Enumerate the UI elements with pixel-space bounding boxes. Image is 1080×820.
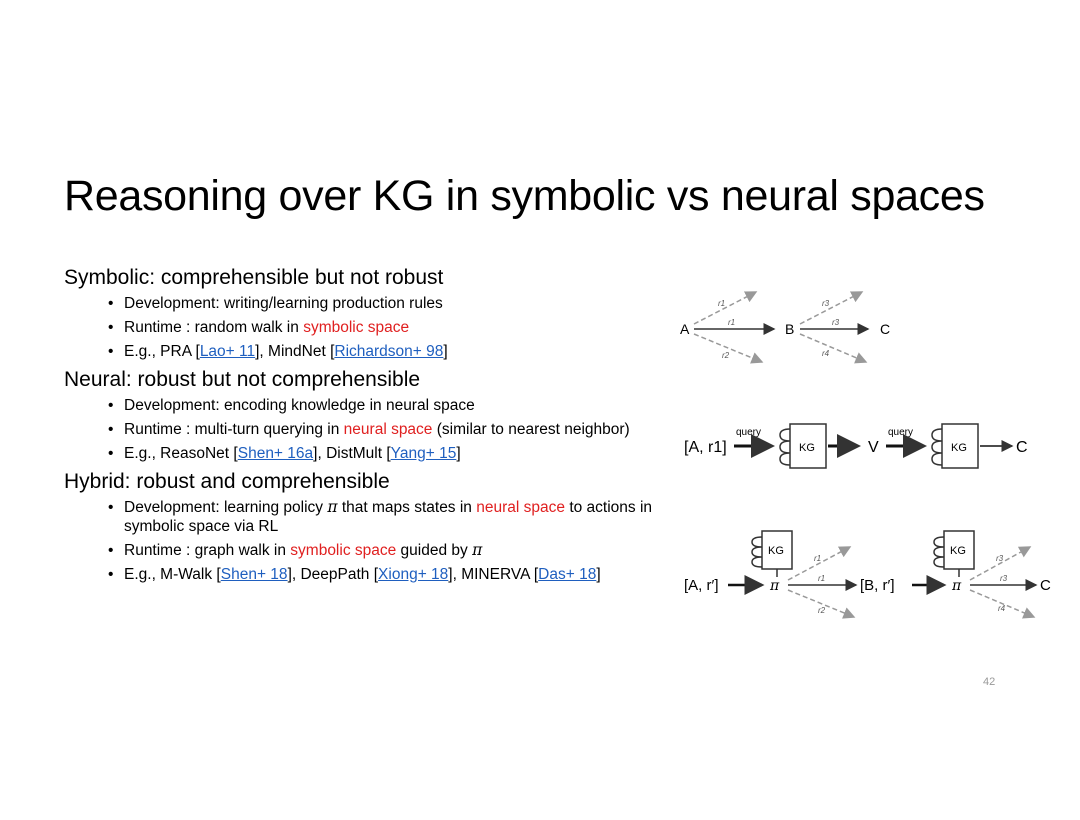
citation-link-lao11[interactable]: Lao+ 11 <box>199 343 256 360</box>
bullet-text: to actions in symbolic space via RL <box>124 499 653 535</box>
bullet-text: ] <box>456 445 461 462</box>
kg-label-1: KG <box>768 545 784 557</box>
bullet-text: guided by <box>396 542 473 559</box>
emphasis-neural-space: neural space <box>343 421 433 438</box>
bullet-text: E.g., M-Walk [ <box>124 566 221 583</box>
bullet-text: Development: learning policy <box>124 499 328 516</box>
bullet-text: Runtime : random walk in <box>124 319 304 336</box>
citation-link-shen16a[interactable]: Shen+ 16a <box>237 445 314 462</box>
edge-label-r4: r4 <box>822 349 830 358</box>
edge-label-r1: r1 <box>718 299 725 308</box>
kg-block-2 <box>941 423 979 469</box>
kg-memory-slots-2 <box>931 428 943 466</box>
edge-b-up <box>799 291 864 325</box>
policy-pi-2: π <box>951 578 962 594</box>
symbolic-bullet-development: Development: writing/learning production… <box>108 294 664 313</box>
bullet-text: ], MindNet [ <box>255 343 335 360</box>
bullet-text: (similar to nearest neighbor) <box>432 421 630 438</box>
kg-label-2: KG <box>951 442 967 454</box>
node-c: C <box>880 321 890 337</box>
emphasis-neural-space: neural space <box>476 499 566 516</box>
node-b: B <box>785 321 794 337</box>
bullet-text: ] <box>443 343 448 360</box>
bullet-text: Development: encoding knowledge in neura… <box>124 397 475 414</box>
edge-r2-down <box>787 589 856 619</box>
kg-memory-slots-1 <box>751 536 763 568</box>
symbolic-heading: Symbolic: comprehensible but not robust <box>64 266 444 289</box>
bullet-text: Runtime : multi-turn querying in <box>124 421 344 438</box>
edge-a-down <box>693 333 764 364</box>
bullet-text: ], DistMult [ <box>313 445 391 462</box>
emphasis-symbolic-space: symbolic space <box>303 319 410 336</box>
hybrid-heading: Hybrid: robust and comprehensible <box>64 470 390 493</box>
hybrid-bullet-runtime: Runtime : graph walk in symbolic space g… <box>108 541 664 560</box>
bullet-text: E.g., PRA [ <box>124 343 200 360</box>
output-node: C <box>1040 577 1051 594</box>
input-state: [A, r1] <box>684 439 727 456</box>
neural-bullets: Development: encoding knowledge in neura… <box>64 396 664 463</box>
citation-link-shen18[interactable]: Shen+ 18 <box>220 566 288 583</box>
node-a: A <box>680 321 690 337</box>
policy-pi-1: π <box>769 578 780 594</box>
pi-symbol: π <box>327 498 338 516</box>
kg-memory-slots-2 <box>933 536 945 568</box>
symbolic-bullet-runtime: Runtime : random walk in symbolic space <box>108 318 664 337</box>
pi-symbol: π <box>472 541 483 559</box>
citation-link-xiong18[interactable]: Xiong+ 18 <box>378 566 449 583</box>
hybrid-walk-diagram: [A, r′] KG π r1 r1 r2 [B, r′] KG π r3 r3… <box>684 530 1051 619</box>
edge-label-r4: r4 <box>998 604 1006 613</box>
intermediate-state: [B, r′] <box>860 577 894 594</box>
bullet-text: ], DeepPath [ <box>287 566 379 583</box>
edge-label-r1: r1 <box>818 574 825 583</box>
edge-r3-up <box>969 546 1032 581</box>
kg-label-2: KG <box>950 545 966 557</box>
symbolic-bullets: Development: writing/learning production… <box>64 294 664 361</box>
edge-label-r1: r1 <box>814 554 821 563</box>
edge-r1-up <box>787 546 852 581</box>
edge-a-up <box>693 291 758 325</box>
slide-title: Reasoning over KG in symbolic vs neural … <box>64 172 985 220</box>
kg-block-2 <box>943 530 975 570</box>
bullet-text: Development: writing/learning production… <box>124 295 443 312</box>
neural-bullet-examples: E.g., ReasoNet [Shen+ 16a], DistMult [Ya… <box>108 444 664 463</box>
hybrid-bullet-examples: E.g., M-Walk [Shen+ 18], DeepPath [Xiong… <box>108 565 664 584</box>
slide-content: Symbolic: comprehensible but not robust … <box>64 264 664 589</box>
edge-label-r1: r1 <box>728 318 735 327</box>
edge-label-r2: r2 <box>722 351 730 360</box>
output-node: C <box>1016 439 1028 456</box>
input-state: [A, r′] <box>684 577 718 594</box>
page-number: 42 <box>983 676 996 688</box>
emphasis-symbolic-space: symbolic space <box>290 542 397 559</box>
kg-memory-slots-1 <box>779 428 791 466</box>
hybrid-bullet-development: Development: learning policy π that maps… <box>108 498 664 536</box>
bullet-text: Runtime : graph walk in <box>124 542 291 559</box>
edge-label-r3: r3 <box>822 299 830 308</box>
citation-link-yang15[interactable]: Yang+ 15 <box>390 445 457 462</box>
symbolic-bullet-examples: E.g., PRA [Lao+ 11], MindNet [Richardson… <box>108 342 664 361</box>
citation-link-das18[interactable]: Das+ 18 <box>538 566 597 583</box>
kg-block-1 <box>789 423 827 469</box>
kg-label-1: KG <box>799 442 815 454</box>
hybrid-bullets: Development: learning policy π that maps… <box>64 498 664 584</box>
bullet-text: that maps states in <box>337 499 477 516</box>
neural-heading: Neural: robust but not comprehensible <box>64 368 421 391</box>
edge-b-down <box>799 333 868 364</box>
neural-bullet-runtime: Runtime : multi-turn querying in neural … <box>108 420 664 439</box>
bullet-text: E.g., ReasoNet [ <box>124 445 238 462</box>
edge-label-r3: r3 <box>996 554 1004 563</box>
edge-r4-down <box>969 589 1036 619</box>
neural-bullet-development: Development: encoding knowledge in neura… <box>108 396 664 415</box>
bullet-text: ] <box>596 566 601 583</box>
symbolic-walk-diagram: A B C r1 r1 r2 r3 r3 r4 <box>680 291 890 364</box>
citation-link-richardson98[interactable]: Richardson+ 98 <box>334 343 444 360</box>
query-label-1: query <box>736 427 761 438</box>
intermediate-state: V <box>868 439 879 456</box>
edge-label-r3: r3 <box>1000 574 1008 583</box>
neural-query-diagram: [A, r1] query KG V query KG C <box>684 423 1028 469</box>
bullet-text: ], MINERVA [ <box>448 566 539 583</box>
query-label-2: query <box>888 427 913 438</box>
edge-label-r2: r2 <box>818 606 826 615</box>
edge-label-r3: r3 <box>832 318 840 327</box>
